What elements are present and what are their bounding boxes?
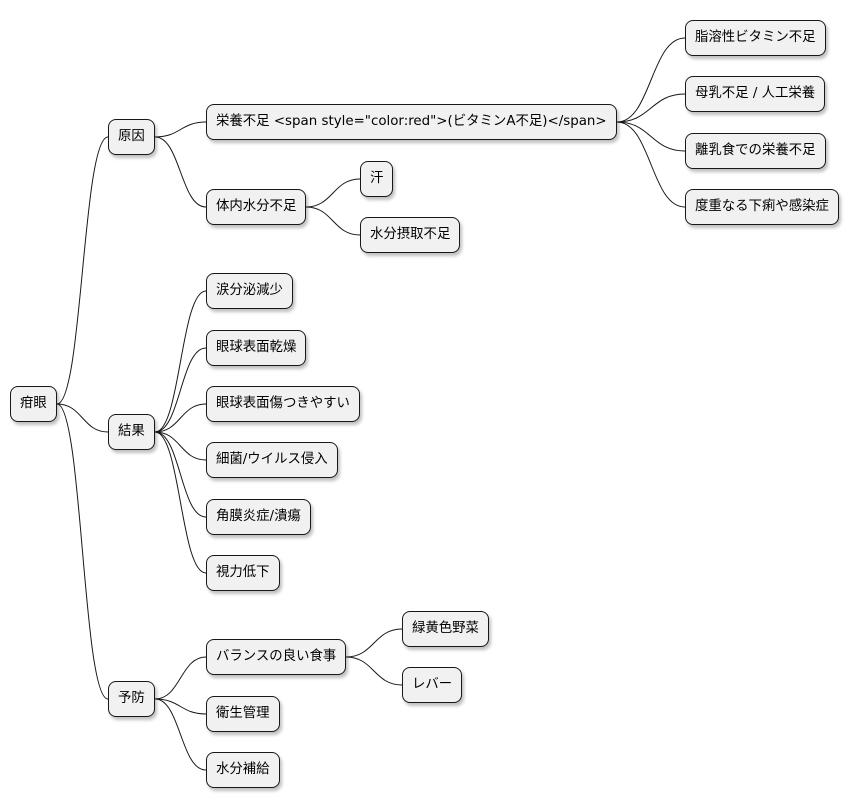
node-hygiene: 衛生管理 (206, 696, 280, 732)
edge-node-prevention-to-node-balanced-diet (154, 656, 207, 700)
node-diarrhea-infection: 度重なる下痢や感染症 (685, 189, 839, 225)
node-keratitis-ulcer: 角膜炎症/潰瘍 (206, 499, 311, 535)
edge-node-result-to-node-vision-loss (154, 431, 207, 574)
edge-node-result-to-node-tear-reduction (154, 290, 207, 433)
edge-node-balanced-diet-to-node-green-vegetables (345, 628, 403, 658)
edge-node-cause-to-node-dehydration (154, 136, 207, 208)
edge-node-nutrition-deficiency-to-node-weaning-nutrition (616, 121, 686, 152)
node-liver: レバー (402, 667, 463, 703)
edge-node-result-to-node-eye-dryness (154, 347, 207, 433)
node-sweat: 汗 (360, 161, 394, 197)
edge-node-root-to-node-prevention (56, 403, 109, 700)
edge-node-root-to-node-result (56, 403, 109, 433)
edge-node-nutrition-deficiency-to-node-breastmilk-shortage (616, 93, 686, 123)
node-balanced-diet: バランスの良い食事 (206, 639, 347, 675)
node-hydration: 水分補給 (206, 752, 280, 788)
node-eye-dryness: 眼球表面乾燥 (206, 330, 307, 366)
node-fat-soluble-vitamin: 脂溶性ビタミン不足 (685, 20, 826, 56)
node-nutrition-deficiency: 栄養不足 <span style="color:red">(ビタミンA不足)</… (206, 104, 617, 140)
node-eye-vulnerable: 眼球表面傷つきやすい (206, 386, 360, 422)
node-tear-reduction: 涙分泌減少 (206, 273, 293, 309)
node-prevention: 予防 (108, 681, 155, 717)
edge-node-result-to-node-keratitis-ulcer (154, 431, 207, 518)
node-water-intake: 水分摂取不足 (360, 217, 461, 253)
edge-node-dehydration-to-node-water-intake (305, 206, 361, 236)
edge-node-cause-to-node-nutrition-deficiency (154, 121, 207, 138)
edge-node-nutrition-deficiency-to-node-fat-soluble-vitamin (616, 37, 686, 123)
node-breastmilk-shortage: 母乳不足 / 人工栄養 (685, 76, 826, 112)
edge-node-result-to-node-bacteria-virus (154, 431, 207, 461)
node-result: 結果 (108, 414, 155, 450)
edge-node-prevention-to-node-hygiene (154, 698, 207, 715)
node-root: 疳眼 (10, 386, 57, 422)
edge-node-result-to-node-eye-vulnerable (154, 403, 207, 433)
node-vision-loss: 視力低下 (206, 555, 280, 591)
node-cause: 原因 (108, 119, 155, 155)
node-green-vegetables: 緑黄色野菜 (402, 611, 489, 647)
edge-node-nutrition-deficiency-to-node-diarrhea-infection (616, 121, 686, 208)
edge-node-prevention-to-node-hydration (154, 698, 207, 771)
node-dehydration: 体内水分不足 (206, 189, 307, 225)
edge-node-dehydration-to-node-sweat (305, 178, 361, 208)
node-bacteria-virus: 細菌/ウイルス侵入 (206, 442, 338, 478)
edge-node-root-to-node-cause (56, 136, 109, 405)
edge-node-balanced-diet-to-node-liver (345, 656, 403, 686)
node-weaning-nutrition: 離乳食での栄養不足 (685, 133, 826, 169)
